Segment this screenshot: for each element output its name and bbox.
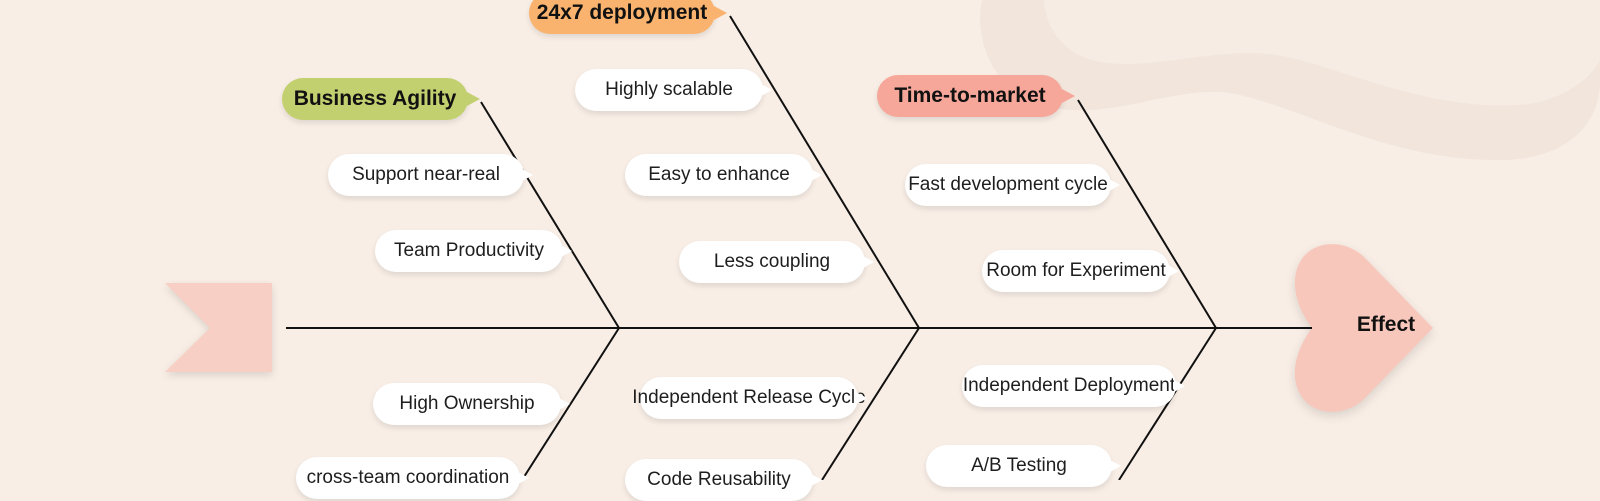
cause-label: Less coupling bbox=[713, 251, 831, 272]
cause-ab-testing: A/B Testing bbox=[926, 445, 1121, 487]
bone-ttm-top bbox=[1077, 99, 1217, 329]
cause-high-ownership: High Ownership bbox=[373, 383, 570, 425]
cause-label: A/B Testing bbox=[971, 455, 1067, 476]
cause-team-productivity: Team Productivity bbox=[375, 230, 572, 272]
effect-label: Effect bbox=[1356, 313, 1416, 336]
fishbone-diagram bbox=[165, 0, 1600, 480]
cause-support-near-real: Support near-real bbox=[328, 154, 533, 196]
category-time-to-market: Time-to-market bbox=[877, 75, 1075, 117]
cause-label: Code Reusability bbox=[647, 469, 791, 490]
category-deployment-label: 24x7 deployment bbox=[536, 1, 708, 24]
cause-label: Independent Deployment bbox=[962, 375, 1176, 396]
bones bbox=[286, 15, 1312, 480]
tail-shape bbox=[165, 283, 272, 372]
cause-highly-scalable: Highly scalable bbox=[575, 69, 772, 111]
cause-label: Room for Experiment bbox=[986, 260, 1166, 281]
cause-code-reusability: Code Reusability bbox=[625, 459, 822, 501]
bone-agility-top bbox=[480, 101, 620, 329]
category-deployment: 24x7 deployment bbox=[529, 0, 727, 34]
category-business-agility-label: Business Agility bbox=[293, 87, 457, 110]
chevron-tail-icon bbox=[165, 283, 272, 372]
cause-label: Team Productivity bbox=[394, 240, 544, 261]
effect-shape bbox=[1294, 244, 1433, 412]
swoosh-watermark-inner bbox=[1044, 0, 1600, 106]
cause-label: cross-team coordination bbox=[306, 467, 510, 488]
cause-label: Support near-real bbox=[352, 164, 500, 185]
cause-independent-release-cycle: Independent Release Cycle bbox=[632, 377, 867, 419]
cause-room-for-experiment: Room for Experiment bbox=[982, 250, 1179, 292]
cause-fast-development-cycle: Fast development cycle bbox=[905, 164, 1120, 206]
bone-bottom-right bbox=[1118, 327, 1217, 480]
category-business-agility: Business Agility bbox=[282, 78, 480, 120]
cause-independent-deployment: Independent Deployment bbox=[962, 365, 1185, 407]
cause-label: High Ownership bbox=[399, 393, 535, 414]
cause-label: Highly scalable bbox=[605, 79, 733, 100]
cause-easy-to-enhance: Easy to enhance bbox=[625, 154, 822, 196]
bone-deployment-top bbox=[729, 15, 920, 329]
cause-label: Independent Release Cycle bbox=[632, 387, 866, 408]
cause-label: Easy to enhance bbox=[648, 164, 790, 185]
bone-bottom-middle bbox=[821, 327, 920, 480]
heart-arrow-icon bbox=[1294, 244, 1433, 412]
bone-bottom-left bbox=[521, 327, 620, 480]
cause-cross-team-coordination: cross-team coordination bbox=[296, 457, 529, 499]
cause-label: Fast development cycle bbox=[908, 174, 1108, 195]
category-time-to-market-label: Time-to-market bbox=[894, 84, 1046, 107]
cause-less-coupling: Less coupling bbox=[679, 241, 874, 283]
